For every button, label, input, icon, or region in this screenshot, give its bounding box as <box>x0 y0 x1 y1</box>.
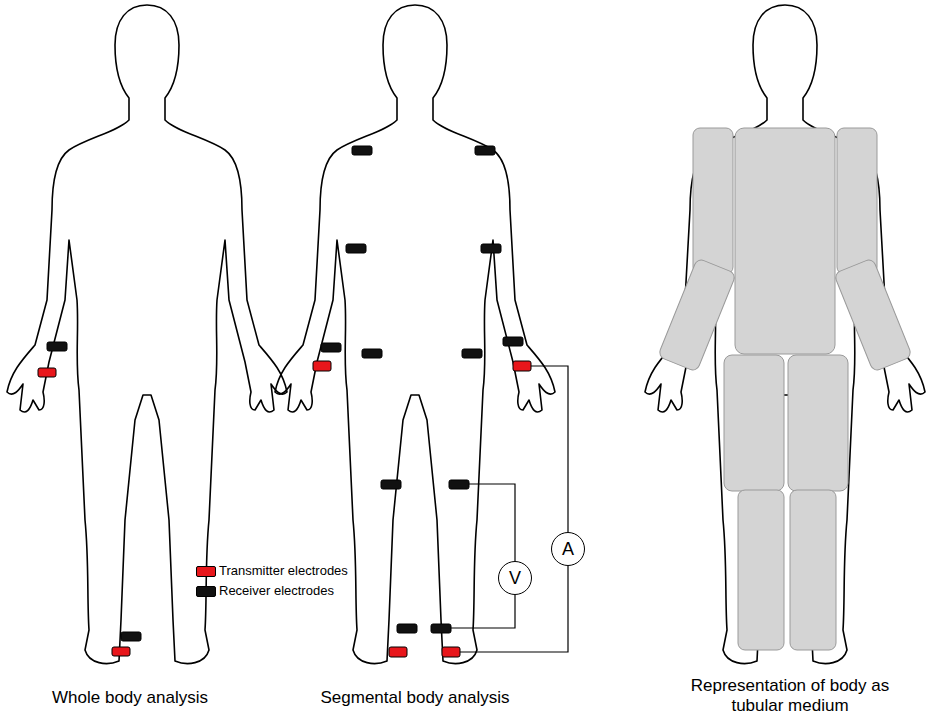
figure-caption: Whole body analysis <box>20 688 240 708</box>
legend-text: Transmitter electrodes <box>217 563 350 578</box>
figure-caption: Segmental body analysis <box>295 688 535 708</box>
meter-symbol: A <box>562 539 574 560</box>
figure-caption: Representation of body as tubular medium <box>675 676 905 716</box>
meter-circle: V <box>498 561 532 595</box>
legend-text: Receiver electrodes <box>217 583 336 598</box>
legend-swatch <box>196 586 216 597</box>
meter-circle: A <box>551 532 585 566</box>
meter-symbol: V <box>509 568 521 589</box>
legend-swatch <box>196 566 216 577</box>
